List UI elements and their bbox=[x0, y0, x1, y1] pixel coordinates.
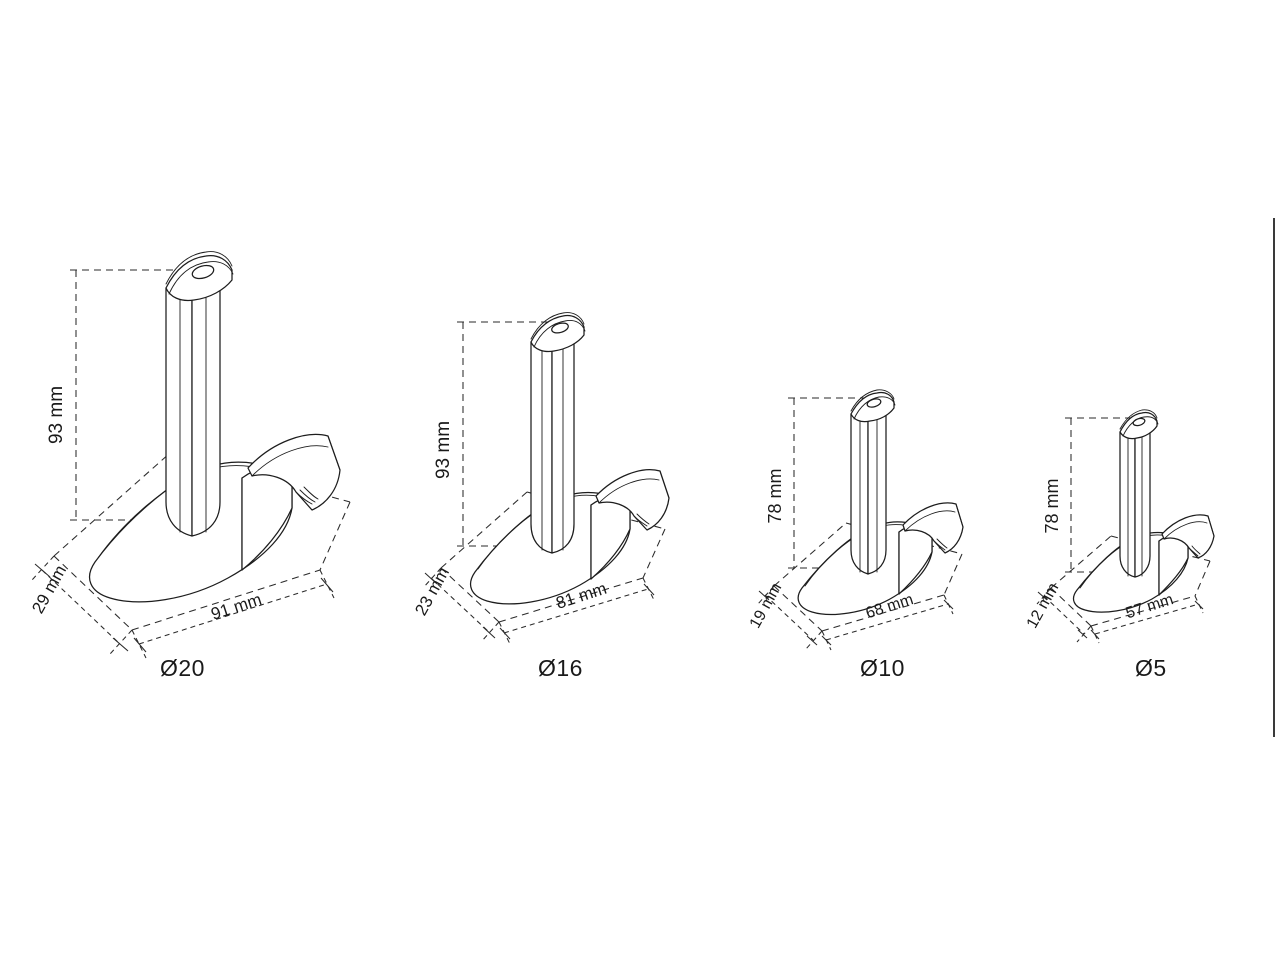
d20-height-label: 93 mm bbox=[46, 386, 67, 444]
d16-length-dim bbox=[498, 577, 655, 645]
d5-hook bbox=[1161, 514, 1215, 559]
variant-d20-drawing: 93 mm 29 mm 91 mm bbox=[28, 251, 351, 659]
variant-d5-drawing: 78 mm 12 mm 57 mm bbox=[1024, 409, 1215, 644]
d5-stem bbox=[1119, 426, 1151, 578]
d16-base-dim-box bbox=[440, 491, 666, 623]
d20-hook bbox=[247, 433, 341, 511]
variant-d5: 78 mm 12 mm 57 mm bbox=[1024, 400, 1265, 660]
d20-height-dim bbox=[70, 269, 182, 521]
d16-height-label: 93 mm bbox=[433, 421, 454, 479]
d10-height-label: 78 mm bbox=[765, 468, 785, 523]
d20-stem bbox=[165, 279, 221, 537]
d20-length-label: 91 mm bbox=[209, 590, 264, 624]
variant-d20: 93 mm 29 mm 91 mm bbox=[20, 240, 380, 659]
d16-stem bbox=[530, 335, 575, 554]
d10-hook bbox=[902, 502, 964, 554]
d5-width-label: 12 mm bbox=[1024, 580, 1063, 631]
d20-base-dim-box bbox=[53, 452, 351, 631]
d16-hook bbox=[595, 469, 670, 531]
variant-d16: 93 mm 23 mm 81 mm bbox=[411, 300, 715, 650]
d5-cap bbox=[1119, 409, 1159, 440]
d16-width-dim bbox=[422, 567, 500, 643]
caption-d5: Ø5 bbox=[1135, 655, 1167, 681]
d20-width-label: 29 mm bbox=[28, 562, 70, 617]
d10-stem bbox=[850, 408, 887, 575]
caption-d16: Ø16 bbox=[538, 655, 583, 681]
variant-d10: 78 mm 19 mm 68 mm bbox=[747, 380, 1010, 660]
d16-cap bbox=[530, 312, 586, 353]
d10-length-dim bbox=[821, 594, 954, 651]
d5-height-dim bbox=[1065, 417, 1133, 573]
d10-cap bbox=[850, 389, 896, 423]
d5-height-label: 78 mm bbox=[1042, 478, 1062, 533]
d10-width-dim bbox=[757, 585, 823, 650]
page-edge-rule bbox=[1273, 218, 1275, 737]
d10-width-label: 19 mm bbox=[747, 580, 786, 631]
d5-width-dim bbox=[1036, 587, 1092, 643]
variant-d10-drawing: 78 mm 19 mm 68 mm bbox=[747, 389, 964, 651]
d16-width-label: 23 mm bbox=[411, 564, 453, 619]
d5-length-dim bbox=[1090, 595, 1204, 644]
d20-width-dim bbox=[31, 555, 133, 655]
variant-d16-drawing: 93 mm 23 mm 81 mm bbox=[411, 312, 670, 645]
d20-cap bbox=[165, 251, 234, 302]
caption-d20: Ø20 bbox=[160, 655, 205, 681]
d20-length-dim bbox=[131, 569, 335, 659]
caption-d10: Ø10 bbox=[860, 655, 905, 681]
